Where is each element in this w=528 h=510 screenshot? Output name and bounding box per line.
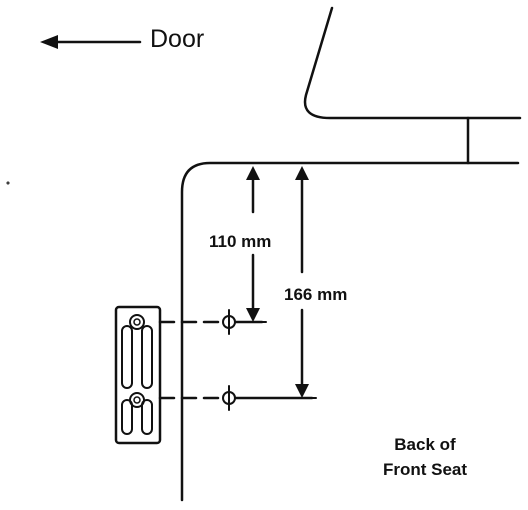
bracket-slot-4	[141, 399, 153, 435]
dim-110-arrow-down-icon	[246, 308, 260, 322]
seat-label-line-2: Front Seat	[382, 460, 468, 479]
dim-166-arrow-up-icon	[295, 166, 309, 180]
mounting-bracket	[114, 305, 162, 445]
bracket-slot-1	[121, 325, 133, 389]
bracket-slot-2	[141, 325, 153, 389]
seat-back-outline	[180, 161, 520, 502]
back-of-front-seat-label: Back of Front Seat	[360, 432, 490, 482]
door-label: Door	[150, 25, 205, 53]
bracket-bolt-upper-icon	[129, 314, 145, 330]
headrest-outline	[303, 6, 522, 120]
bracket-slot-3	[121, 399, 133, 435]
seat-label-line-1: Back of	[394, 435, 456, 454]
dim-166-arrow-down-icon	[295, 384, 309, 398]
dimension-166-label: 166 mm	[284, 285, 348, 304]
stray-dot	[6, 181, 10, 185]
bracket-bolt-lower-icon	[129, 392, 145, 408]
dimension-110-label: 110 mm	[209, 232, 272, 251]
dim-110-arrow-up-icon	[246, 166, 260, 180]
door-arrowhead-icon	[40, 35, 58, 49]
